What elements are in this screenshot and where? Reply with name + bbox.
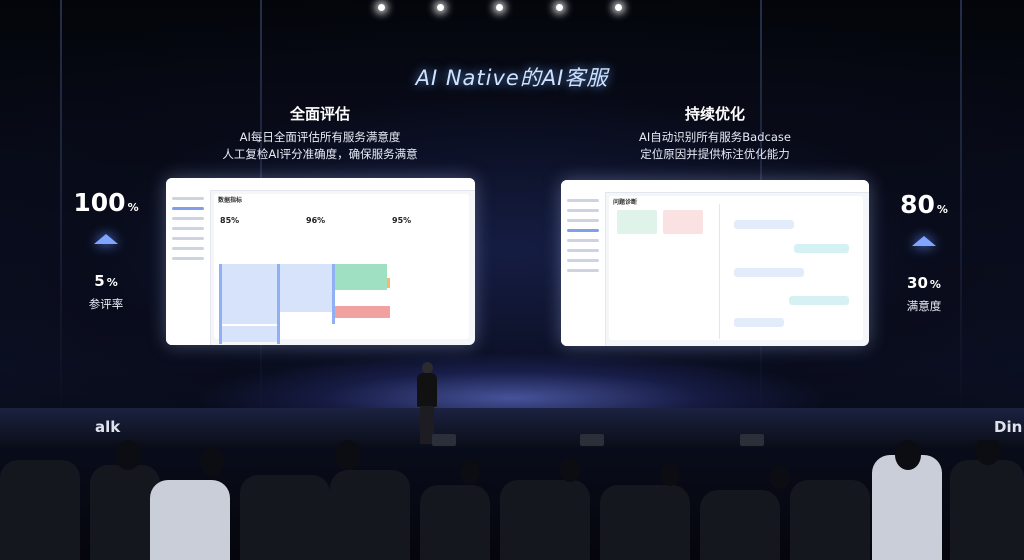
chat-bubble — [734, 220, 794, 229]
sankey-flow — [222, 326, 277, 342]
right-stat-baseline-unit: % — [929, 278, 941, 291]
screen-sidebar — [561, 192, 606, 346]
ceiling-spotlight — [615, 4, 622, 11]
screen-divider — [719, 204, 720, 339]
right-stat-baseline-value: 30 — [907, 274, 928, 292]
screen-sidebar — [166, 190, 211, 345]
left-stat-label: 参评率 — [88, 297, 124, 311]
chat-bubble — [734, 268, 804, 277]
left-stat-baseline: 5% — [46, 272, 166, 290]
sankey-node — [219, 264, 222, 344]
chat-bubble — [789, 296, 849, 305]
stage-monitor — [432, 434, 456, 446]
screen-topbar — [166, 178, 475, 191]
stage-floor — [0, 408, 1024, 448]
right-stat-satisfaction: 80% — [864, 190, 984, 219]
left-column-desc-line-2: 人工复检AI评分准确度，确保服务满意 — [222, 147, 418, 161]
ceiling-spotlight — [378, 4, 385, 11]
left-column-desc-line-1: AI每日全面评估所有服务满意度 — [239, 130, 401, 144]
chat-bubble — [734, 318, 784, 327]
left-stat-participation: 100% — [46, 188, 166, 217]
ceiling-spotlight — [437, 4, 444, 11]
sponsor-logo-left: alk — [95, 418, 121, 436]
left-stat-unit: % — [127, 201, 139, 214]
left-stat-baseline-unit: % — [106, 276, 118, 289]
sankey-flow — [280, 264, 332, 312]
stage-monitor — [740, 434, 764, 446]
sankey-node — [277, 264, 280, 344]
light-beam — [960, 0, 962, 420]
right-column-desc-line-2: 定位原因并提供标注优化能力 — [640, 147, 790, 161]
right-column-desc-line-1: AI自动识别所有服务Badcase — [639, 130, 791, 144]
sankey-node — [387, 278, 390, 288]
screen-main: 问题诊断 — [609, 196, 863, 340]
slide-headline: AI Native的AI客服 — [415, 66, 609, 90]
screen-main: 数据指标 85% 96% 95% — [214, 194, 469, 344]
sankey-node — [387, 306, 390, 318]
sankey-flow — [222, 264, 277, 324]
chevron-up-icon — [912, 236, 936, 246]
ceiling-spotlight — [556, 4, 563, 11]
screen-card-ok — [617, 210, 657, 234]
left-screen-dashboard: 数据指标 85% 96% 95% — [166, 178, 475, 345]
sankey-node — [332, 264, 335, 324]
screen-metric-1: 85% — [220, 216, 240, 225]
screen-metric-2: 96% — [306, 216, 326, 225]
screen-header: 问题诊断 — [613, 199, 638, 206]
right-stat-baseline: 30% — [864, 274, 984, 292]
right-screen-diagnosis: 问题诊断 — [561, 180, 869, 346]
right-stat-unit: % — [936, 203, 948, 216]
stage-monitor — [580, 434, 604, 446]
screen-metric-3: 95% — [392, 216, 412, 225]
presenter — [414, 362, 440, 444]
right-stat-value: 80 — [900, 190, 935, 219]
chevron-up-icon — [94, 234, 118, 244]
left-stat-baseline-value: 5 — [94, 272, 105, 290]
right-stat-label: 满意度 — [906, 299, 942, 313]
chat-bubble — [794, 244, 849, 253]
left-stat-value: 100 — [73, 188, 126, 217]
sponsor-logo-right: Din — [994, 418, 1023, 436]
left-column-title: 全面评估 — [289, 105, 350, 123]
audience — [0, 440, 1024, 560]
light-beam — [60, 0, 62, 420]
screen-card-issue — [663, 210, 703, 234]
screen-header: 数据指标 — [218, 197, 243, 204]
right-column-title: 持续优化 — [684, 105, 745, 123]
sankey-flow — [335, 306, 387, 318]
ceiling-spotlight — [496, 4, 503, 11]
screen-topbar — [561, 180, 869, 193]
sankey-flow — [335, 264, 387, 290]
